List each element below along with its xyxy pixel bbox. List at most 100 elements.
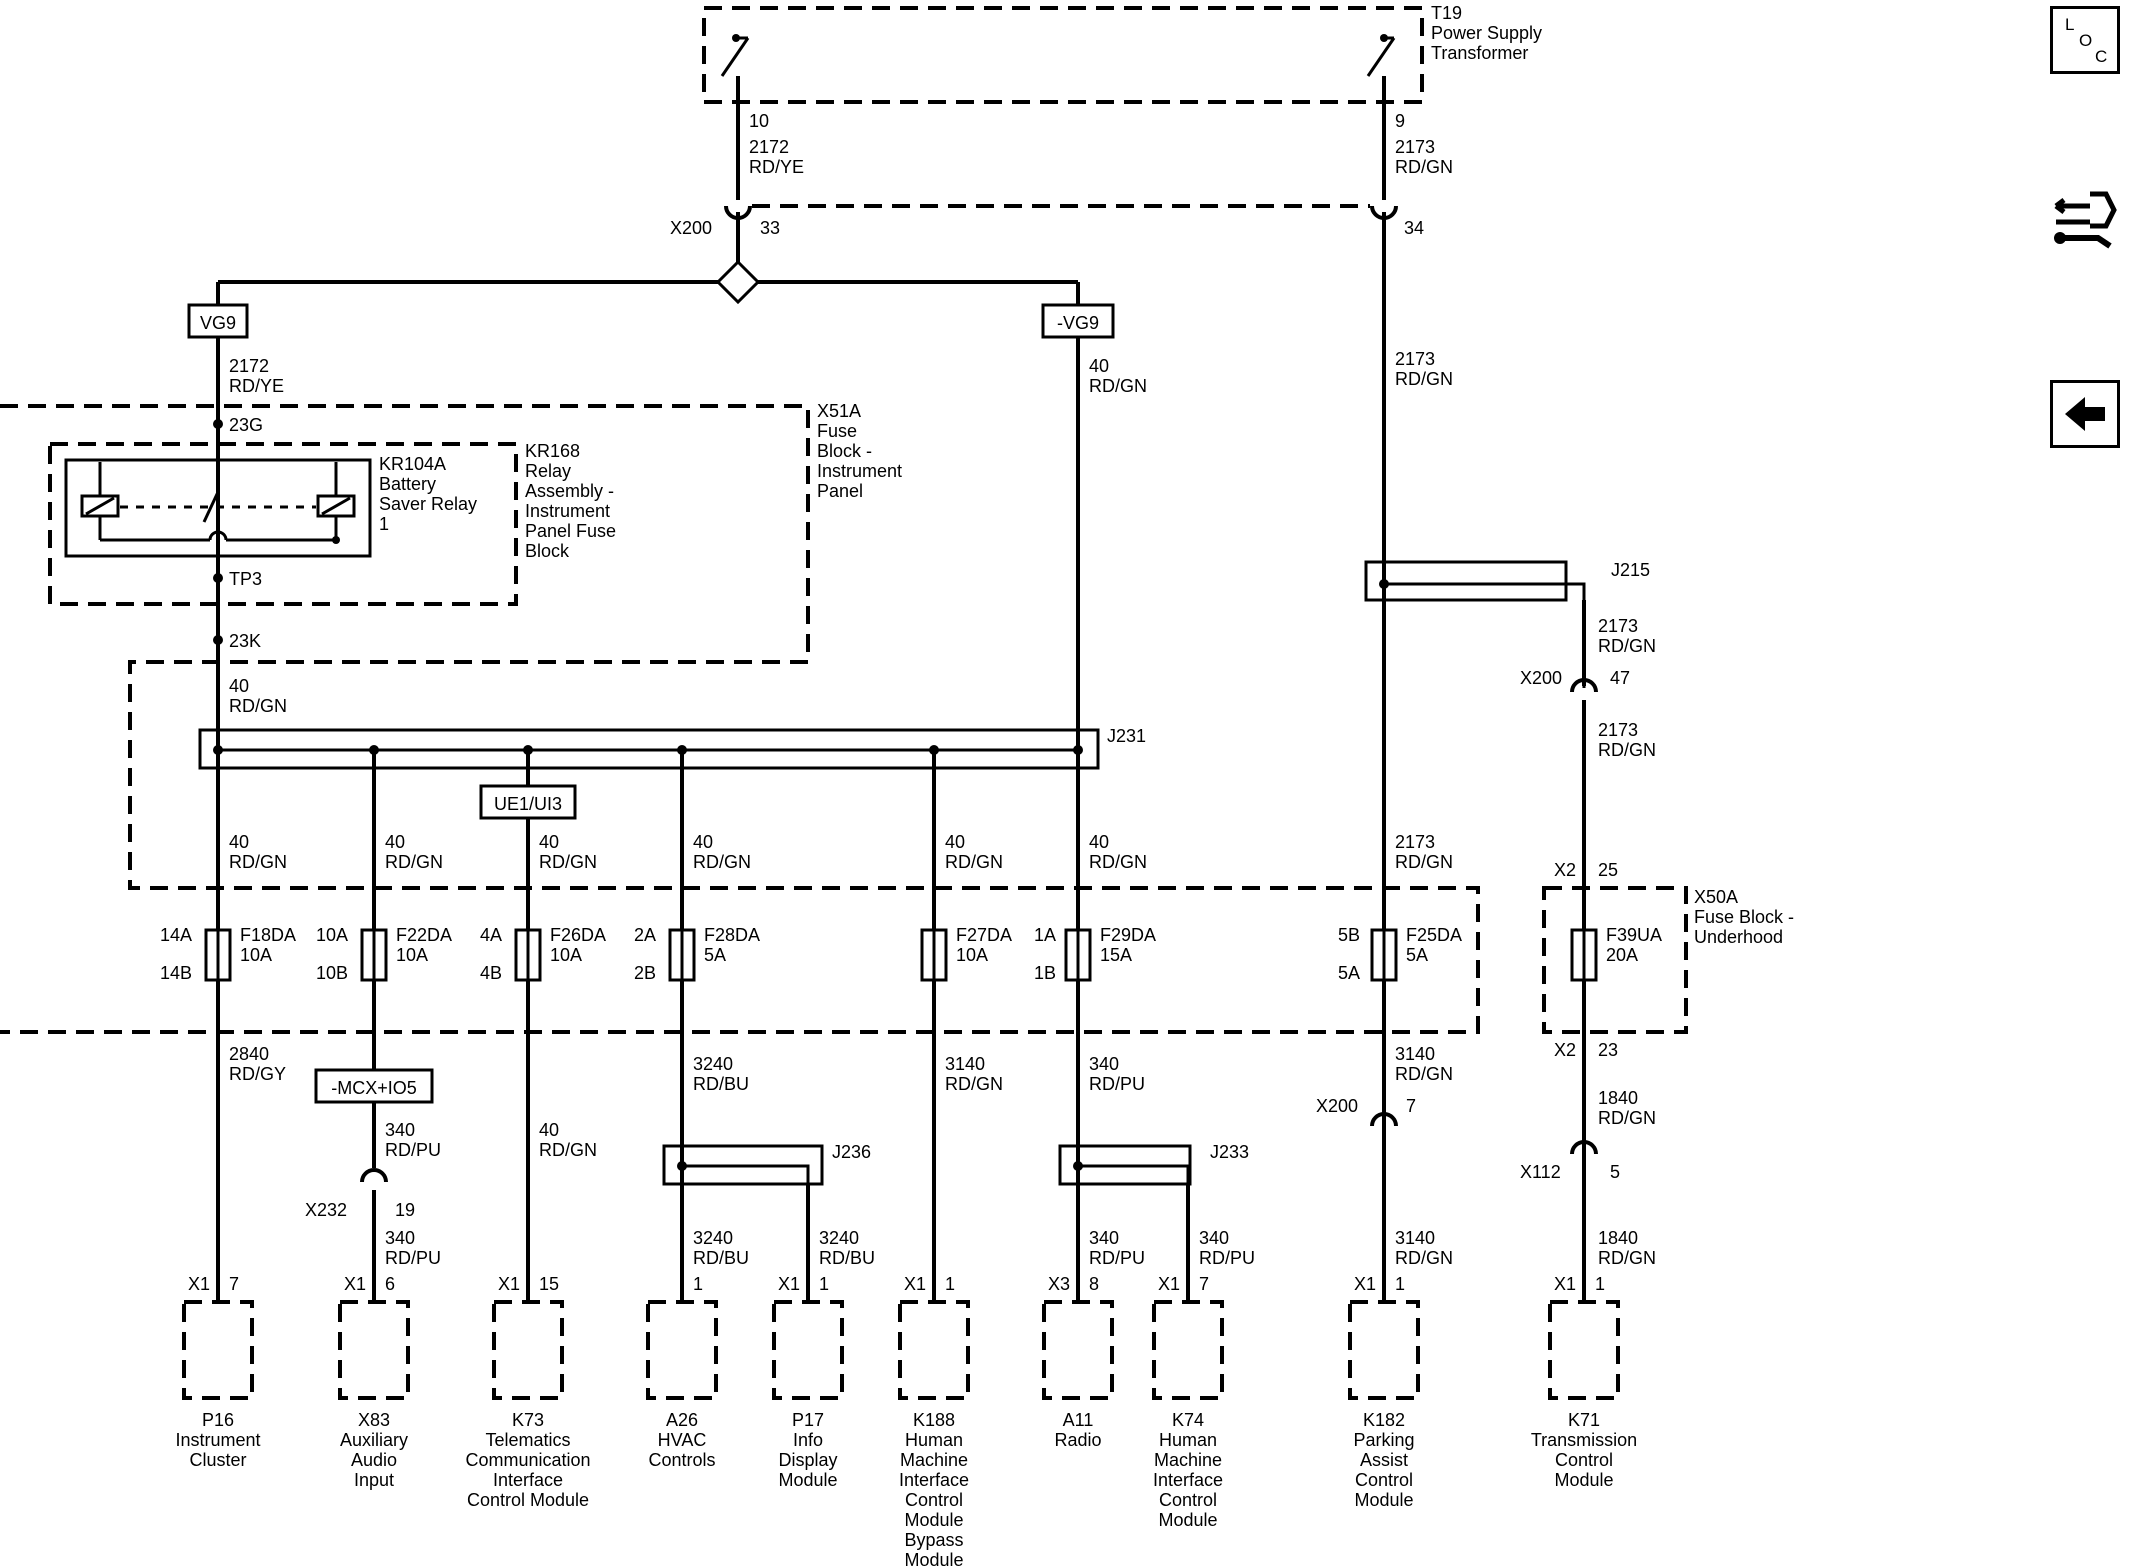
component-name-line: HVAC	[658, 1430, 707, 1450]
location-view-button[interactable]: L O C	[2050, 6, 2120, 74]
circuit-340-x83-upper-color: RD/PU	[385, 1140, 441, 1160]
circuit-40-label-top: 40	[229, 676, 249, 696]
x200-pin-34: 34	[1404, 218, 1424, 238]
component-pin: 15	[539, 1274, 559, 1294]
component-outline	[1548, 1300, 1620, 1400]
branch-f27-circuit: 40	[945, 832, 965, 852]
svg-text:10B: 10B	[316, 963, 348, 983]
component-name-line: Instrument	[175, 1430, 260, 1450]
component-outline	[898, 1300, 970, 1400]
component-id: K71	[1568, 1410, 1600, 1430]
component-outline	[1042, 1300, 1114, 1400]
circuit-2840-color: RD/GY	[229, 1064, 286, 1084]
kr168-label-5: Panel Fuse	[525, 521, 616, 541]
component-outline	[492, 1300, 564, 1400]
circuit-3240-a26: 3240	[693, 1228, 733, 1248]
kr168-label-2: Relay	[525, 461, 571, 481]
kr168-relay-assembly-outline	[48, 442, 518, 606]
x50a-pin-25: 25	[1598, 860, 1618, 880]
x50a-x2-out: X2	[1554, 1040, 1576, 1060]
component-pin: 1	[1595, 1274, 1605, 1294]
component-name-line: Human	[905, 1430, 963, 1450]
component-connector: X1	[498, 1274, 520, 1294]
component-name-line: Control	[1555, 1450, 1613, 1470]
right-circuit-color: RD/GN	[1395, 157, 1453, 177]
circuit-3140-k188-color: RD/GN	[945, 1074, 1003, 1094]
branch-f22-circuit: 40	[385, 832, 405, 852]
circuit-3240-color: RD/BU	[693, 1074, 749, 1094]
x51a-fuse-block-outline	[0, 404, 1480, 1034]
branch-f26-circuit: 40	[539, 832, 559, 852]
component-id: A26	[666, 1410, 698, 1430]
loc-letter-l: L	[2065, 15, 2075, 34]
svg-text:5A: 5A	[704, 945, 726, 965]
splice-j233-label: J233	[1210, 1142, 1249, 1162]
branch-f28-color: RD/GN	[693, 852, 751, 872]
component-outline	[182, 1300, 254, 1400]
component-name-line: Controls	[648, 1450, 715, 1470]
circuit-2173-label: 2173	[1395, 349, 1435, 369]
component-outline	[646, 1300, 718, 1400]
component-id: K188	[913, 1410, 955, 1430]
component-name-line: Radio	[1054, 1430, 1101, 1450]
circuit-340-a11: 340	[1089, 1228, 1119, 1248]
circuit-40-right-color: RD/GN	[1089, 376, 1147, 396]
component-outline	[1348, 1300, 1420, 1400]
component-pin: 7	[1199, 1274, 1209, 1294]
circuit-340-k74: 340	[1199, 1228, 1229, 1248]
transformer-switch-left	[720, 34, 750, 102]
branch-f25-color: RD/GN	[1395, 852, 1453, 872]
component-pin: 7	[229, 1274, 239, 1294]
svg-text:4B: 4B	[480, 963, 502, 983]
circuit-340-x83-lower-color: RD/PU	[385, 1248, 441, 1268]
component-outline	[338, 1300, 410, 1400]
left-pin-10: 10	[749, 111, 769, 131]
svg-text:10A: 10A	[956, 945, 988, 965]
option-vg9-label: VG9	[200, 313, 236, 333]
back-button[interactable]	[2050, 380, 2120, 448]
x50a-pin-23: 23	[1598, 1040, 1618, 1060]
transformer-name-line2: Transformer	[1431, 43, 1528, 63]
x200-label: X200	[670, 218, 712, 238]
branch-f26-color: RD/GN	[539, 852, 597, 872]
svg-text:1A: 1A	[1034, 925, 1056, 945]
component-name-line: Interface	[493, 1470, 563, 1490]
component-id: P16	[202, 1410, 234, 1430]
svg-text:4A: 4A	[480, 925, 502, 945]
component-id: K73	[512, 1410, 544, 1430]
circuit-1840-upper: 1840	[1598, 1088, 1638, 1108]
option-ue1-ui3-label: UE1/UI3	[494, 794, 562, 814]
x200-47-connector	[1570, 678, 1598, 693]
component-tools-button[interactable]	[2050, 186, 2120, 254]
component-name-line: Communication	[465, 1450, 590, 1470]
branch-circuit-labels: 40 RD/GN 40 RD/GN 40 RD/GN 40 RD/GN 40 R…	[229, 832, 1453, 872]
component-name-line: Info	[793, 1430, 823, 1450]
circuit-40-k73: 40	[539, 1120, 559, 1140]
right-pin-9: 9	[1395, 111, 1405, 131]
x51a-label-5: Panel	[817, 481, 863, 501]
component-name-line: Auxiliary	[340, 1430, 408, 1450]
loc-letter-c: C	[2095, 47, 2108, 66]
underhood-circuit-2173-b-color: RD/GN	[1598, 740, 1656, 760]
component-name-line: Parking	[1353, 1430, 1414, 1450]
option-vg9	[187, 303, 249, 339]
right-circuit-2173: 2173	[1395, 137, 1435, 157]
component-id: K74	[1172, 1410, 1204, 1430]
kr168-label-6: Block	[525, 541, 570, 561]
svg-text:15A: 15A	[1100, 945, 1132, 965]
splice-j236	[662, 1144, 824, 1186]
x232-pin-19: 19	[395, 1200, 415, 1220]
component-name-line: Display	[778, 1450, 837, 1470]
component-connector: X1	[904, 1274, 926, 1294]
option-mcx-io5-label: -MCX+IO5	[331, 1078, 417, 1098]
component-outline	[772, 1300, 844, 1400]
